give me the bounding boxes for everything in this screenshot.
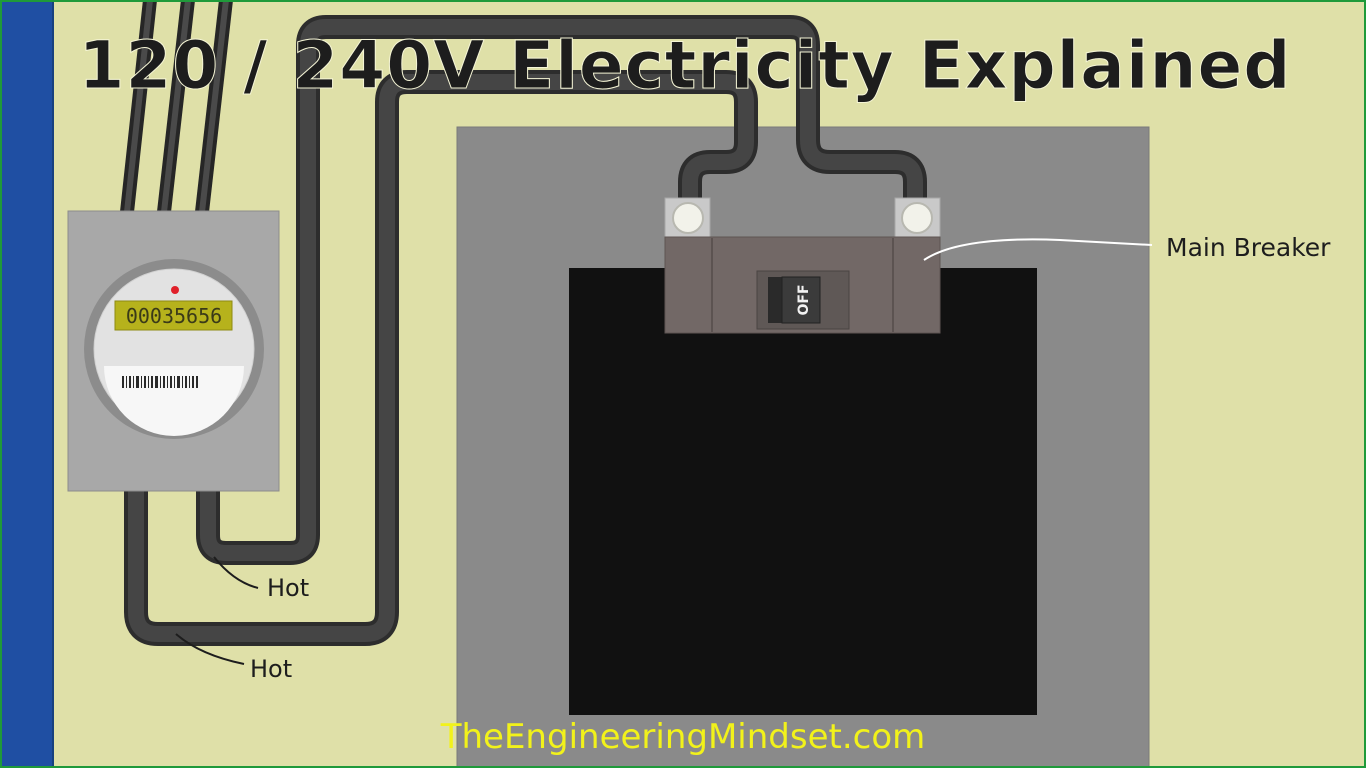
meter-display bbox=[114, 300, 233, 331]
hot-wire-upper bbox=[196, 15, 927, 565]
breaker-off-label: OFF bbox=[796, 284, 812, 315]
meter-barcode bbox=[122, 376, 198, 388]
electrical-panel-interior bbox=[569, 268, 1037, 715]
breaker-toggle-switch[interactable] bbox=[781, 276, 821, 324]
main-breaker-label: Main Breaker bbox=[1166, 233, 1331, 262]
main-breaker-callout-line bbox=[923, 238, 1153, 261]
watermark-text: TheEngineeringMindset.com bbox=[440, 717, 926, 757]
breaker-switch-slot bbox=[768, 277, 782, 323]
hot-upper-callout-line bbox=[213, 556, 259, 589]
hot-upper-label: Hot bbox=[267, 574, 309, 602]
hot-lower-label: Hot bbox=[250, 655, 292, 683]
meter-reading: 00035656 bbox=[126, 304, 222, 328]
main-breaker: OFF bbox=[664, 197, 941, 334]
page-title: 120 / 240V Electricity Explained bbox=[79, 27, 1292, 104]
meter-indicator-dot bbox=[171, 286, 179, 294]
left-blue-strip bbox=[0, 0, 54, 768]
hot-wire-lower bbox=[124, 70, 758, 646]
hot-lower-callout-line bbox=[175, 633, 245, 665]
breaker-terminal-right bbox=[901, 202, 933, 234]
electric-meter: 00035656 bbox=[67, 210, 280, 492]
breaker-terminal-left bbox=[672, 202, 704, 234]
